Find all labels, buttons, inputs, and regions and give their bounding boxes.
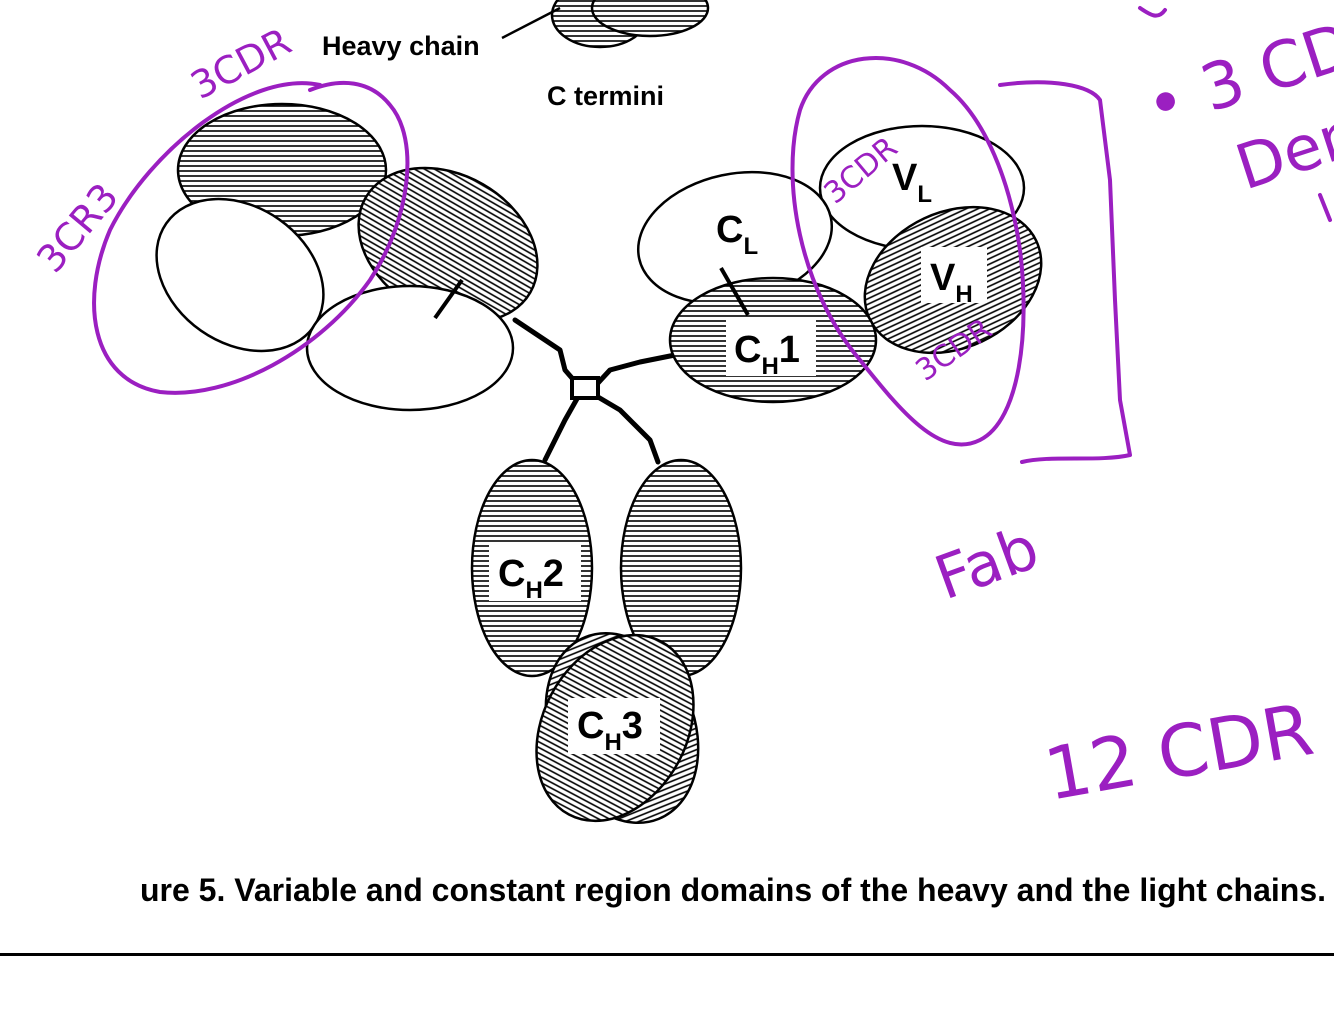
cl-label: CL: [716, 209, 758, 260]
svg-text:VL: VL: [892, 157, 932, 208]
fab-bracket: [998, 80, 1132, 464]
heavy-chain-label: Heavy chain: [322, 31, 480, 61]
corner-stroke-2: [1318, 193, 1332, 222]
svg-text:CL: CL: [716, 209, 758, 260]
left-cl-domain: [305, 284, 515, 412]
ch2-label: CH2: [489, 545, 581, 604]
left-cdr-circle: [92, 80, 410, 395]
svg-text:CH1: CH1: [734, 329, 800, 380]
hinge-chain-right-arm: [595, 352, 678, 386]
hinge-chain-right-leg: [595, 394, 661, 465]
corner-stroke: [1138, 6, 1167, 18]
svg-text:VH: VH: [930, 257, 973, 308]
c-termini-label: C termini: [547, 81, 664, 111]
annotation-left-top: 3CDR: [184, 19, 299, 108]
figure-caption-area: ure 5. Variable and constant region doma…: [0, 866, 1334, 926]
vh-label: VH: [921, 247, 987, 308]
annotation-fab: Fab: [926, 513, 1048, 614]
hinge-chain-left-arm: [512, 317, 581, 388]
annotation-total-cdr: 12 CDR: [1038, 687, 1319, 817]
disulfide-box: [570, 376, 600, 400]
svg-text:CH2: CH2: [498, 553, 564, 604]
hinge-chain-left-leg: [542, 394, 581, 463]
vl-label: VL: [892, 157, 932, 208]
ch3-label: CH3: [568, 698, 660, 756]
right-fab-loop: [790, 56, 1026, 447]
horizontal-rule: [0, 953, 1334, 956]
top-cropped-domain-b: [590, 0, 710, 38]
heavy-chain-pointer: [501, 6, 561, 40]
left-interchain-bond: [433, 278, 464, 320]
figure-caption: ure 5. Variable and constant region doma…: [139, 872, 1326, 908]
ch1-label: CH1: [726, 318, 816, 380]
right-interchain-bond: [719, 267, 750, 316]
svg-text:CH3: CH3: [577, 705, 643, 756]
